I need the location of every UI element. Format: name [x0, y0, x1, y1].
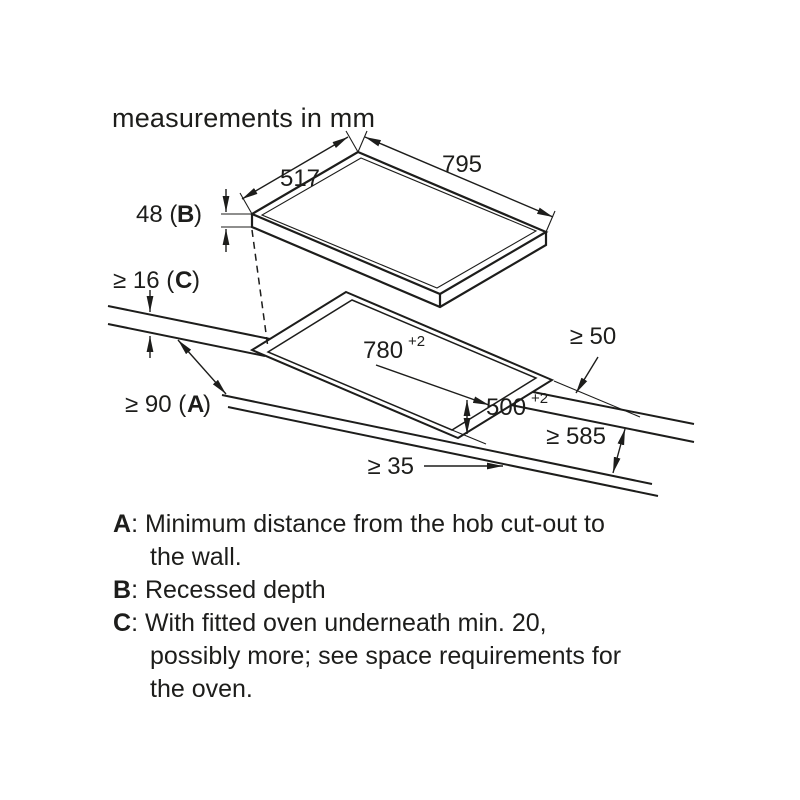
dim-585-arrow: [612, 428, 626, 474]
dim-35-label: ≥ 35: [367, 453, 414, 480]
worktop-rear-edge-bottom-left: [107, 323, 266, 357]
dim-90-label: ≥ 90 (: [125, 391, 186, 418]
worktop-front-edge-bottom: [227, 406, 659, 497]
legend-item-b: B: Recessed depth: [113, 574, 628, 607]
legend: A: Minimum distance from the hob cut-out…: [113, 508, 628, 706]
cutout-outer-outline: [249, 290, 555, 440]
legend-item-c: C: With fitted oven underneath min. 20, …: [113, 607, 628, 706]
worktop-rear-edge-bottom-right: [510, 404, 695, 443]
dim-16-paren: ): [192, 267, 200, 294]
legend-text-a: : Minimum distance from the hob cut-out …: [131, 510, 605, 571]
dim-90-key: A: [187, 391, 204, 418]
dim-16-key: C: [175, 267, 192, 294]
dim-517-label: 517: [280, 165, 320, 192]
dim-50-label: ≥ 50: [570, 323, 617, 350]
cutout-extension-front: [451, 429, 487, 445]
hob-thickness-edges: [250, 214, 548, 309]
projection-dashed-line: [251, 229, 269, 349]
dim-90-paren: ): [203, 391, 211, 418]
dim-48-extension-lines: [221, 213, 252, 228]
dim-48-label: 48 (: [136, 201, 177, 228]
dim-780-arrow: [375, 364, 490, 406]
dim-795-extension-lines: [357, 130, 556, 233]
dim-50-arrow: [575, 356, 599, 394]
dim-90-arrow: [177, 339, 227, 395]
cutout-extension-rear: [553, 380, 641, 418]
worktop-front-edge-top: [221, 394, 653, 485]
legend-text-c: : With fitted oven underneath min. 20, p…: [131, 609, 622, 703]
dim-585-label: ≥ 585: [546, 423, 606, 450]
page-title: measurements in mm: [112, 103, 376, 133]
worktop-rear-edge-top-left: [107, 305, 271, 340]
legend-item-a: A: Minimum distance from the hob cut-out…: [113, 508, 628, 574]
dim-48-paren: ): [194, 201, 202, 228]
dim-780-tolerance: +2: [408, 333, 425, 350]
dim-16-label: ≥ 16 (: [113, 267, 174, 294]
dim-780-label: 780: [363, 337, 403, 364]
worktop-rear-edge-top-right: [532, 391, 695, 425]
dim-795-label: 795: [442, 151, 482, 178]
legend-text-b: : Recessed depth: [131, 576, 326, 604]
legend-key-b: B: [113, 576, 132, 604]
installation-diagram: 517 795 48 ( B ) ≥ 16 ( C ) ≥ 90 ( A ) 7…: [107, 130, 695, 497]
dim-517-line: [241, 136, 349, 200]
legend-key-a: A: [113, 510, 132, 538]
dim-795-line: [364, 136, 554, 218]
dim-500-label: 500: [486, 394, 526, 421]
legend-key-c: C: [113, 609, 132, 637]
dim-500-tolerance: +2: [531, 390, 548, 407]
dim-48-key: B: [177, 201, 194, 228]
